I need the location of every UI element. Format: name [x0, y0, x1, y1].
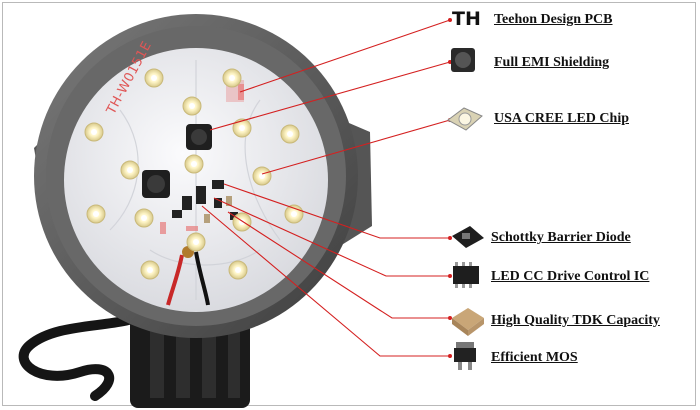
callout-emi-shielding: Full EMI Shielding — [494, 55, 610, 70]
ic-chip-icon — [453, 262, 479, 288]
callout-schottky-diode: Schottky Barrier Diode — [491, 230, 631, 245]
mosfet-icon — [454, 342, 476, 370]
diode-icon — [452, 226, 484, 248]
power-cable — [18, 307, 155, 401]
tdk-capacitor — [226, 196, 232, 206]
callout-cree-led: USA CREE LED Chip — [494, 111, 629, 126]
callout-drive-ic: LED CC Drive Control IC — [491, 269, 650, 284]
led-array — [84, 68, 304, 280]
leader-lines — [201, 19, 451, 357]
capacitor-icon — [452, 308, 484, 336]
th-logo-icon: TH — [452, 8, 481, 30]
inductor-icon — [451, 48, 475, 72]
mos-transistor — [214, 198, 222, 208]
callout-efficient-mos: Efficient MOS — [491, 350, 578, 365]
callout-tdk-capacitor: High Quality TDK Capacity — [491, 313, 660, 328]
led-chip-icon — [447, 107, 483, 131]
callout-teehon-pcb: Teehon Design PCB — [494, 12, 613, 27]
drive-ic — [196, 186, 206, 204]
schottky-diode — [212, 180, 224, 189]
